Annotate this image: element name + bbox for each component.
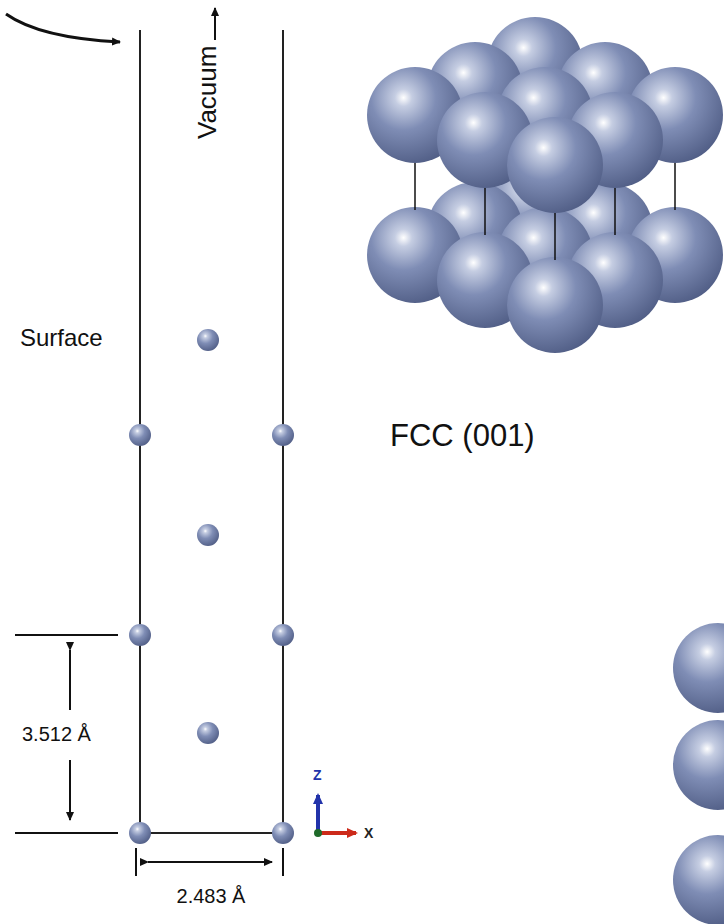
bond-line: [484, 180, 486, 235]
atom-sphere: [272, 822, 294, 844]
structure-label: FCC (001): [390, 420, 535, 451]
atom-sphere: [197, 524, 219, 546]
x-axis-label: X: [364, 826, 373, 840]
axis-triad: [314, 795, 356, 837]
atom-sphere: [197, 329, 219, 351]
width-dimension-label: 2.483 Å: [177, 886, 246, 906]
bond-line: [554, 205, 556, 260]
atom-sphere: [272, 624, 294, 646]
atom-sphere: [673, 835, 724, 924]
atom-sphere: [129, 424, 151, 446]
atom-sphere: [507, 257, 603, 353]
atoms: [129, 329, 294, 844]
bond-line: [414, 155, 416, 210]
cell-outline: [140, 30, 283, 833]
atom-sphere: [673, 720, 724, 810]
height-dimension-label: 3.512 Å: [22, 724, 91, 744]
atom-sphere: [673, 623, 724, 713]
vacuum-label: Vacuum: [194, 46, 220, 139]
atom-sphere: [272, 424, 294, 446]
atom-sphere: [507, 117, 603, 213]
fcc-cluster: [367, 17, 724, 924]
vacuum-arrow: [214, 8, 216, 40]
pointer-arrow: [6, 14, 120, 42]
atom-sphere: [129, 822, 151, 844]
z-axis-label: Z: [313, 768, 322, 782]
width-dimension: [136, 848, 283, 876]
atom-sphere: [129, 624, 151, 646]
height-dimension: [15, 635, 118, 833]
bond-line: [674, 155, 676, 210]
surface-label: Surface: [20, 326, 103, 350]
atom-sphere: [197, 722, 219, 744]
bond-line: [614, 180, 616, 235]
